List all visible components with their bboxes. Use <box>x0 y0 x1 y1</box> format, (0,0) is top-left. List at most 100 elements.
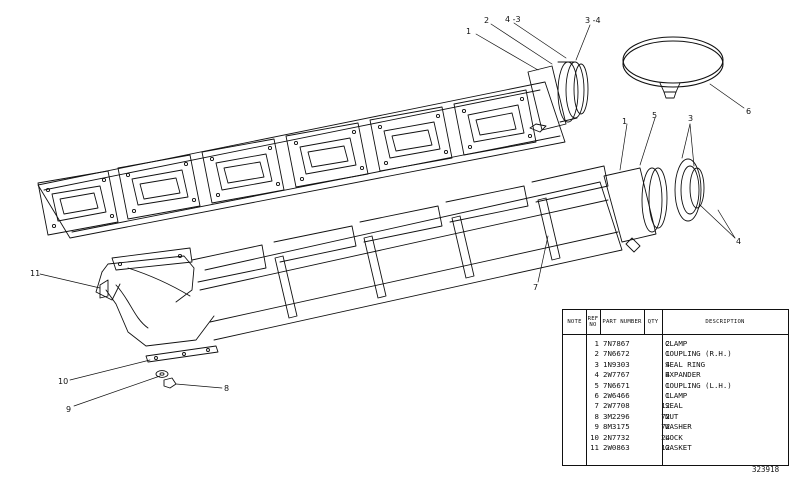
quantity: 4 <box>665 370 670 380</box>
part-number: 3M2296 <box>603 411 630 421</box>
washer-nut <box>155 370 177 389</box>
seal-ring-expander <box>674 158 705 222</box>
description: WASHER <box>665 422 692 432</box>
ref-number: 10 <box>590 432 599 442</box>
leader-lines <box>39 22 745 407</box>
description: SEAL <box>665 401 683 411</box>
description: CLAMP <box>665 339 688 348</box>
ref-number: 11 <box>590 442 599 452</box>
part-number: 2W0863 <box>603 442 630 452</box>
callout-5: 5 <box>652 111 657 120</box>
description: NUT <box>665 411 679 421</box>
quantity: 4 <box>665 359 670 369</box>
description: CLAMP <box>665 390 688 400</box>
part-number: 7N7867 <box>603 339 630 348</box>
clamp-ring <box>622 36 724 99</box>
header-qty: QTY <box>647 319 659 325</box>
part-number: 2W6466 <box>603 390 630 400</box>
quantity: 1 <box>665 380 670 390</box>
gasket-plate-1 <box>37 170 119 236</box>
callout-8: 8 <box>224 384 229 393</box>
lower-coupling-lh <box>603 167 668 253</box>
quantity: 24 <box>661 432 670 442</box>
col-divider <box>644 310 645 334</box>
upper-coupling-rh <box>527 61 589 133</box>
quantity: 72 <box>661 411 670 421</box>
parts-list-table: NOTE REF NO PART NUMBER QTY DESCRIPTION … <box>562 309 789 466</box>
exhaust-elbow <box>95 247 215 347</box>
quantity: 72 <box>661 422 670 432</box>
table-header: NOTE REF NO PART NUMBER QTY DESCRIPTION <box>563 310 788 335</box>
header-ref-no: REF NO <box>587 316 599 328</box>
ref-number: 4 <box>594 370 599 380</box>
description: EXPANDER <box>665 370 701 380</box>
header-note: NOTE <box>567 319 582 325</box>
callout-4: 4 <box>736 237 741 246</box>
part-number: 7N6671 <box>603 380 630 390</box>
ref-number: 8 <box>594 411 599 421</box>
callout-11: 11 <box>30 269 40 278</box>
ref-number: 2 <box>594 349 599 359</box>
quantity: 12 <box>661 442 670 452</box>
gasket-plate-5 <box>369 106 453 172</box>
col-divider <box>600 310 601 334</box>
ref-number: 3 <box>594 359 599 369</box>
col-divider <box>662 310 663 465</box>
lock-strip <box>145 345 219 363</box>
part-number: 2N7732 <box>603 432 630 442</box>
figure-number: 323918 <box>752 465 780 474</box>
description: GASKET <box>665 442 692 452</box>
header-description: DESCRIPTION <box>705 319 745 325</box>
ref-number: 9 <box>594 422 599 432</box>
ref-number: 7 <box>594 401 599 411</box>
quantity: 2 <box>665 339 670 348</box>
callout-2: 2 <box>484 16 489 25</box>
header-part-number: PART NUMBER <box>602 319 642 325</box>
callout-3-4: 3 -4 <box>585 16 601 25</box>
description: COUPLING (L.H.) <box>665 380 732 390</box>
part-number: 8M3175 <box>603 422 630 432</box>
quantity: 1 <box>665 349 670 359</box>
pipe-risers <box>191 165 609 283</box>
callout-9: 9 <box>66 405 71 414</box>
part-number: 2W7767 <box>603 370 630 380</box>
description: COUPLING (R.H.) <box>665 349 732 359</box>
callout-1-upper: 1 <box>466 27 471 36</box>
gasket-plate-4 <box>285 122 369 188</box>
callout-6: 6 <box>746 107 751 116</box>
col-divider <box>586 310 587 465</box>
ref-number: 1 <box>594 339 599 348</box>
gasket-plate-2 <box>117 154 201 220</box>
part-number: 1N9303 <box>603 359 630 369</box>
quantity: 1 <box>665 390 670 400</box>
ref-number: 5 <box>594 380 599 390</box>
callout-4-3: 4 -3 <box>505 15 521 24</box>
callout-10: 10 <box>58 377 68 386</box>
gasket-plate-6 <box>453 89 537 156</box>
description: SEAL RING <box>665 359 706 369</box>
gasket-plate-3 <box>201 138 285 204</box>
callout-1-lower: 1 <box>622 117 627 126</box>
part-number: 2W7708 <box>603 401 630 411</box>
callout-7: 7 <box>533 283 538 292</box>
description: LOCK <box>665 432 683 442</box>
ref-number: 6 <box>594 390 599 400</box>
callout-3: 3 <box>688 114 693 123</box>
pipe-seal-bands <box>274 197 561 319</box>
quantity: 12 <box>661 401 670 411</box>
exhaust-pipe <box>199 181 623 341</box>
part-number: 7N6672 <box>603 349 630 359</box>
